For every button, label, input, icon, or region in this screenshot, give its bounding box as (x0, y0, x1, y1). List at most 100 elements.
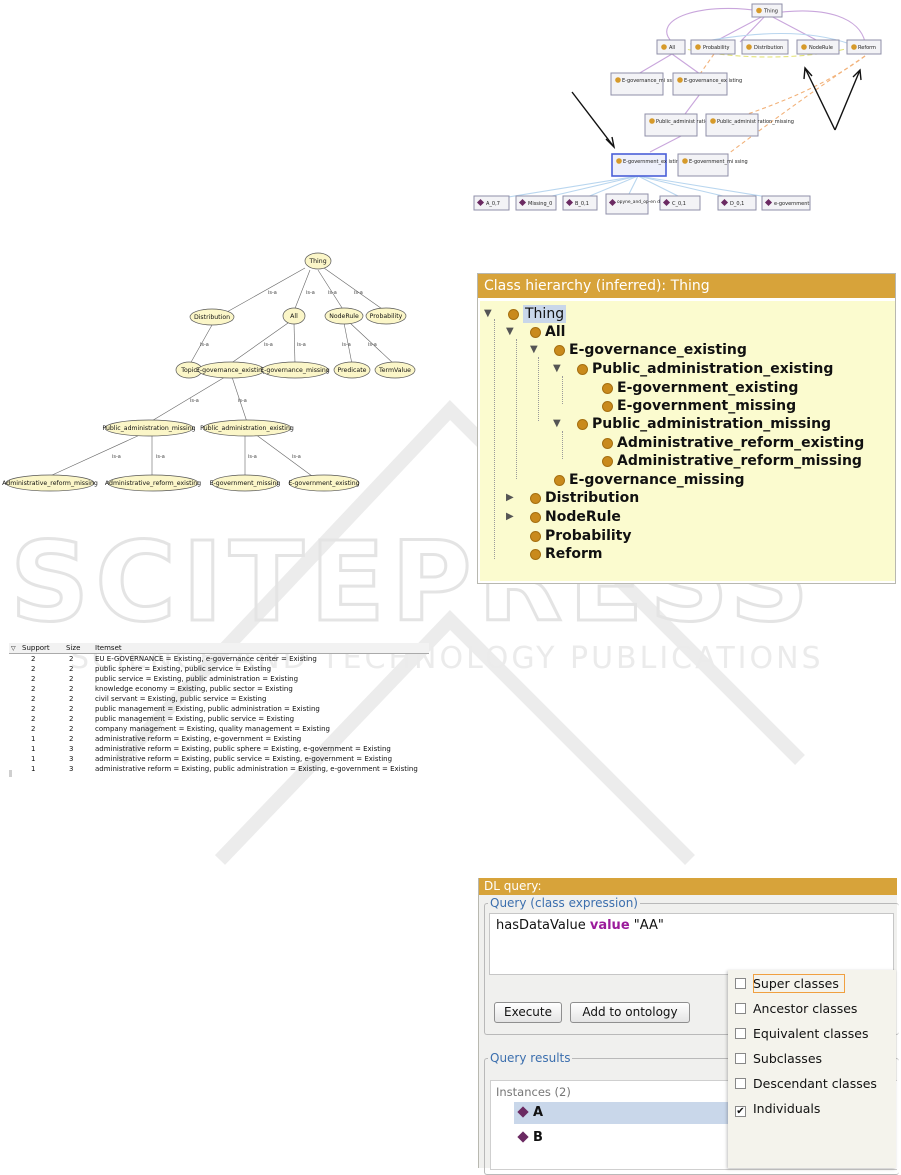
individual-d[interactable]: D_0,1 (717, 195, 757, 211)
tree-toggle-expanded-icon[interactable]: ▼ (506, 326, 514, 337)
owl-node-administrative-reform-missing[interactable]: Administrative_reform_missing (2, 474, 98, 492)
size-cell: 2 (69, 725, 74, 733)
svg-text:is-a: is-a (292, 454, 301, 460)
tree-toggle-collapsed-icon[interactable]: ▶ (506, 511, 514, 522)
owl-node-e-government-missing[interactable]: E-government_missing (210, 474, 281, 492)
node-reform[interactable]: Reform (846, 39, 882, 55)
svg-text:Public_administration_existing: Public_administration_existing (200, 425, 294, 432)
individual-c[interactable]: C_0,1 (659, 195, 701, 211)
tree-toggle-expanded-icon[interactable]: ▼ (484, 308, 492, 319)
node-all[interactable]: All (656, 39, 686, 55)
option-individuals[interactable]: ✔Individuals (735, 1100, 820, 1118)
itemset-table-header: ▽ Support Size Itemset (9, 643, 429, 654)
class-icon (530, 531, 541, 542)
svg-text:E-government_ex isting: E-government_ex isting (623, 159, 682, 165)
svg-text:is-a: is-a (200, 342, 209, 348)
option-super-classes[interactable]: Super classes (735, 975, 839, 993)
class-hierarchy-title: Class hierarchy (inferred): Thing (478, 274, 895, 298)
node-public-administration-existing[interactable]: Public_administ ration_existing (644, 113, 733, 137)
svg-text:Reform: Reform (858, 45, 876, 51)
individual-opyne[interactable]: opyne_and_op-en d (605, 193, 660, 215)
node-noderule[interactable]: NodeRule (796, 39, 840, 55)
tree-toggle-expanded-icon[interactable]: ▼ (553, 363, 561, 374)
individual-missing[interactable]: Missing_0 (515, 195, 557, 211)
owl-node-noderule[interactable]: NodeRule (324, 307, 364, 325)
option-subclasses[interactable]: Subclasses (735, 1050, 822, 1068)
class-hierarchy-tree[interactable]: ▼ Thing ▼ All ▼ E-governance_existing ▼ … (480, 301, 895, 581)
node-e-governance-existing[interactable]: E-governance_ex isting (672, 72, 742, 96)
checkbox-unchecked-icon[interactable] (735, 978, 746, 989)
column-header-support[interactable]: Support (22, 644, 50, 652)
owl-node-e-governance-existing[interactable]: E-governance_existing (196, 361, 266, 379)
owl-node-public-administration-existing[interactable]: Public_administration_existing (200, 419, 294, 437)
owl-node-thing[interactable]: Thing (304, 252, 332, 270)
tree-toggle-collapsed-icon[interactable]: ▶ (506, 492, 514, 503)
owl-node-public-administration-missing[interactable]: Public_administration_missing (102, 419, 196, 437)
individual-b[interactable]: B_0,1 (562, 195, 598, 211)
node-e-governance-missing[interactable]: E-governance_mi ssing (610, 72, 680, 96)
node-e-government-existing[interactable]: E-government_ex isting (611, 153, 682, 177)
class-icon (554, 345, 565, 356)
owl-node-distribution[interactable]: Distribution (189, 308, 235, 326)
node-e-government-missing[interactable]: E-government_mi ssing (677, 153, 748, 177)
itemset-cell: company management = Existing, quality m… (95, 725, 330, 733)
sort-descending-icon[interactable]: ▽ (11, 645, 16, 652)
owl-node-all[interactable]: All (282, 307, 306, 325)
execute-button[interactable]: Execute (494, 1002, 562, 1023)
column-header-size[interactable]: Size (66, 644, 81, 652)
ontograf-diagram[interactable]: Thing All Probability Distribution NodeR… (472, 0, 900, 222)
svg-text:is-a: is-a (156, 454, 165, 460)
option-ancestor-classes[interactable]: Ancestor classes (735, 1000, 857, 1018)
owl-node-e-government-existing[interactable]: E-government_existing (288, 474, 360, 492)
instance-row-a[interactable]: A (514, 1102, 732, 1124)
checkbox-checked-icon[interactable]: ✔ (735, 1106, 746, 1117)
checkbox-unchecked-icon[interactable] (735, 1053, 746, 1064)
checkbox-unchecked-icon[interactable] (735, 1003, 746, 1014)
option-equivalent-classes[interactable]: Equivalent classes (735, 1025, 868, 1043)
tree-toggle-expanded-icon[interactable]: ▼ (553, 418, 561, 429)
itemset-cell: administrative reform = Existing, e-gove… (95, 735, 302, 743)
owl-node-probability[interactable]: Probability (365, 307, 407, 325)
node-probability[interactable]: Probability (690, 39, 736, 55)
class-icon (602, 438, 613, 449)
svg-text:Distribution: Distribution (194, 314, 230, 321)
owl-node-administrative-reform-existing[interactable]: Administrative_reform_existing (105, 474, 201, 492)
svg-text:E-government_existing: E-government_existing (288, 480, 359, 487)
owl-node-predicate[interactable]: Predicate (333, 361, 371, 379)
option-label: Subclasses (753, 1051, 823, 1066)
node-public-administration-missing[interactable]: Public_administ ration_missing (705, 113, 794, 137)
add-to-ontology-button[interactable]: Add to ontology (570, 1002, 690, 1023)
class-icon (554, 475, 565, 486)
option-descendant-classes[interactable]: Descendant classes (735, 1075, 877, 1093)
node-thing[interactable]: Thing (751, 3, 783, 18)
checkbox-unchecked-icon[interactable] (735, 1078, 746, 1089)
node-distribution[interactable]: Distribution (741, 39, 789, 55)
owl-node-termvalue[interactable]: TermValue (374, 361, 416, 379)
individual-a[interactable]: A_0,7 (473, 195, 510, 211)
svg-text:Predicate: Predicate (338, 367, 367, 374)
svg-text:E-governance_existing: E-governance_existing (196, 367, 266, 374)
owl-node-e-governance-missing[interactable]: E-governance_missing (260, 361, 330, 379)
tree-toggle-expanded-icon[interactable]: ▼ (530, 344, 538, 355)
checkbox-unchecked-icon[interactable] (735, 1028, 746, 1039)
svg-text:E-governance_ex isting: E-governance_ex isting (684, 78, 742, 84)
owlviz-graph[interactable]: is-a is-a is-a is-a is-a is-a is-a is-a … (0, 240, 440, 500)
option-label: Descendant classes (753, 1076, 877, 1091)
instance-row-b[interactable]: B (514, 1127, 732, 1149)
column-header-itemset[interactable]: Itemset (95, 644, 122, 652)
class-expression-editor[interactable]: hasDataValue value "AA" (489, 913, 894, 975)
class-icon (577, 419, 588, 430)
individual-e-government[interactable]: e-government (761, 195, 811, 211)
